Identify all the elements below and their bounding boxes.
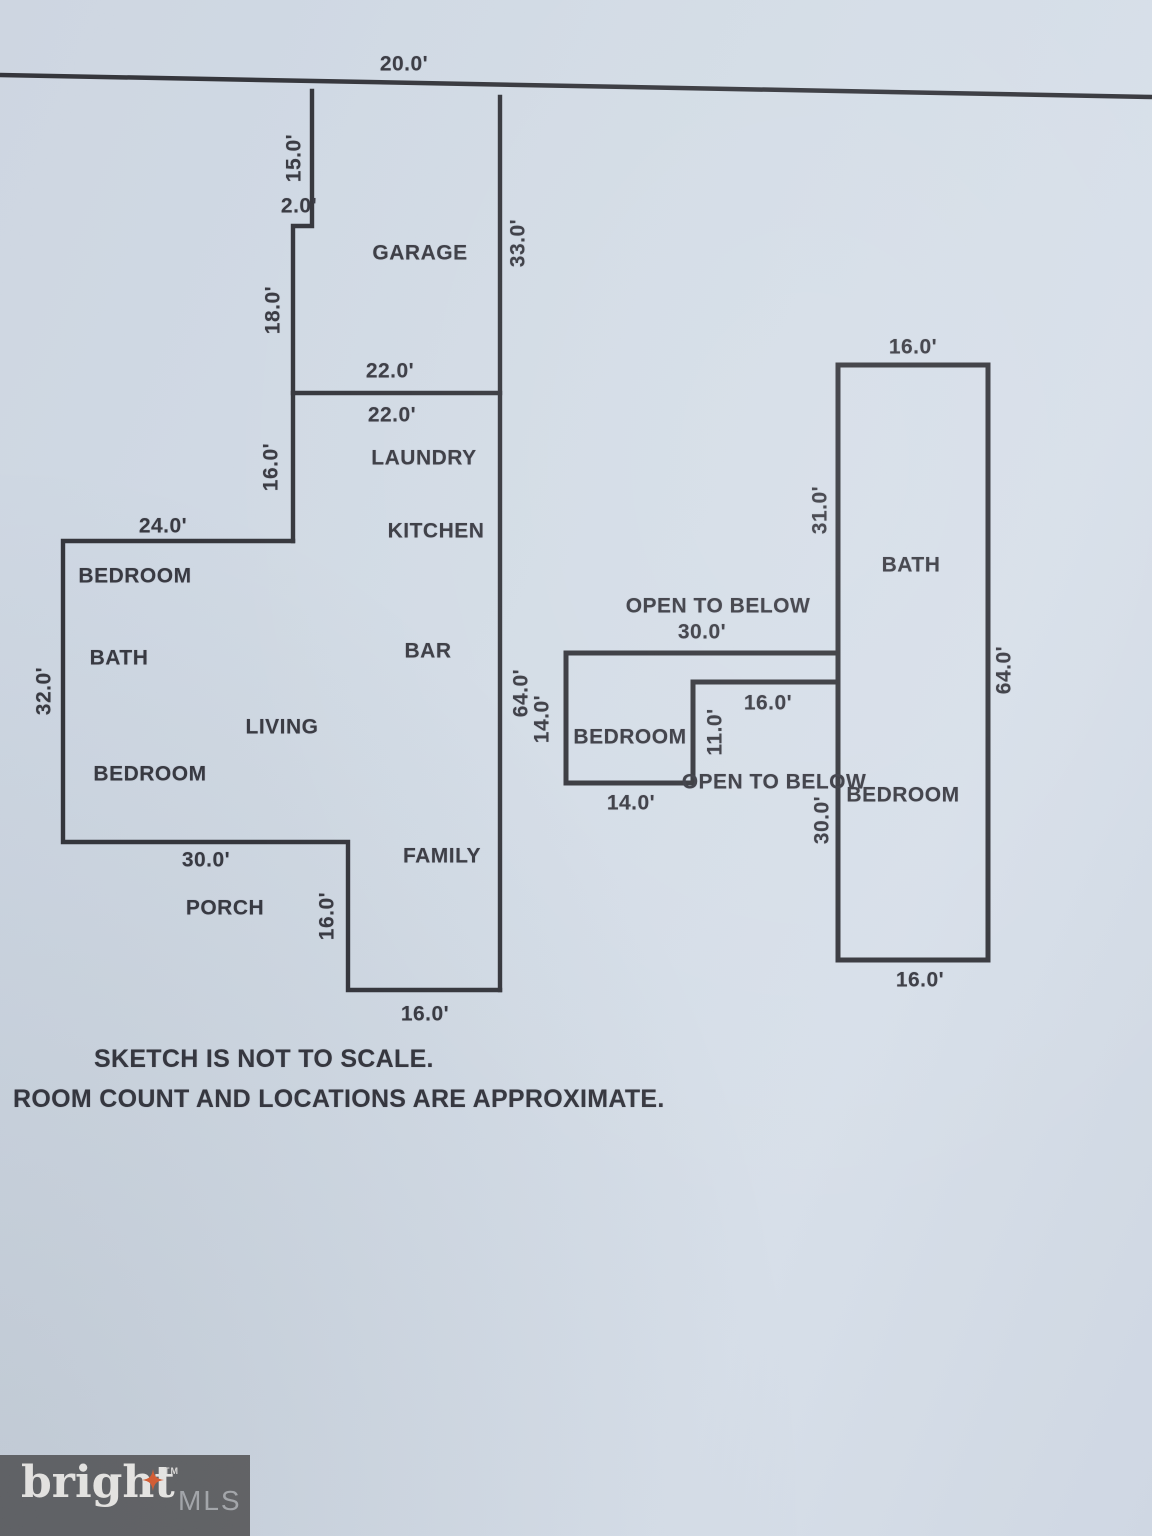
photo-vignette — [0, 0, 1152, 1536]
paper-grain-texture — [0, 0, 1152, 1536]
